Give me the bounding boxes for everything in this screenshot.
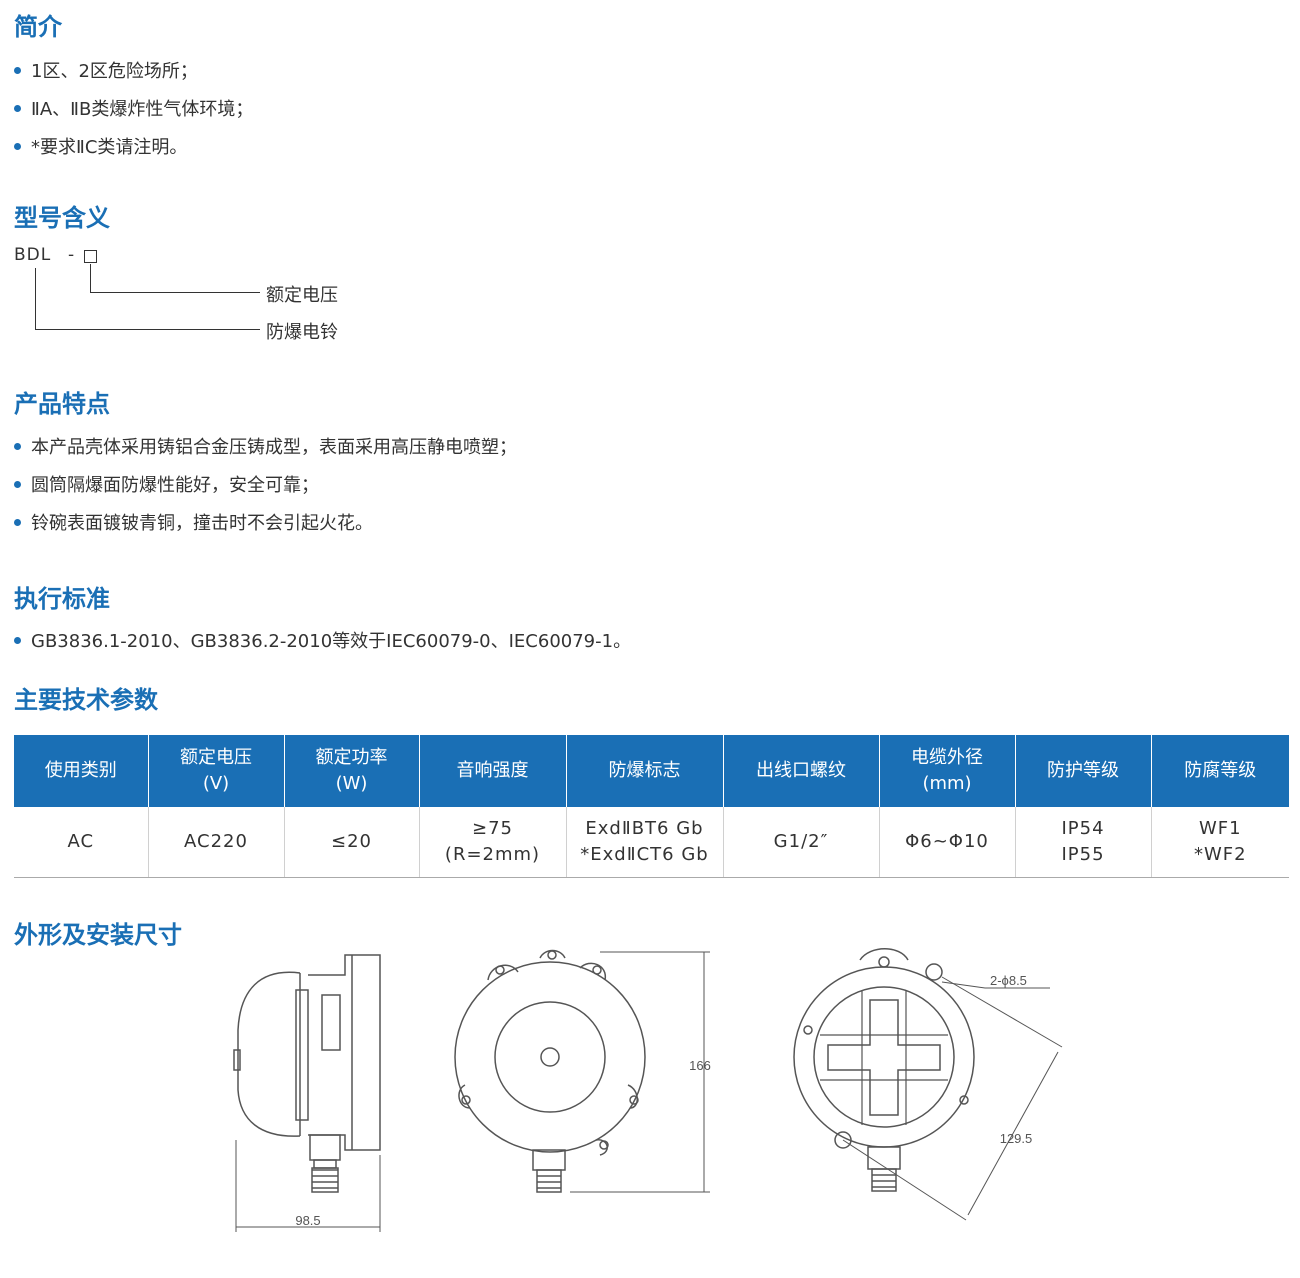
model-title: 型号含义	[14, 204, 110, 232]
side-view-drawing	[233, 954, 381, 1193]
dimension-drawings: 98.5 166 2-ϕ8.5 129.5	[233, 948, 1063, 1232]
table-cell: AC	[14, 807, 149, 878]
intro-item: ⅡA、ⅡB类爆炸性气体环境；	[14, 98, 253, 122]
table-cell: ExdⅡBT6 Gb*ExdⅡCT6 Gb	[566, 807, 724, 878]
feature-item: 圆筒隔爆面防爆性能好，安全可靠；	[14, 474, 319, 498]
standards-title: 执行标准	[14, 585, 110, 613]
features-title: 产品特点	[14, 390, 110, 418]
model-line	[90, 292, 260, 293]
table-cell: ≤20	[284, 807, 420, 878]
table-cell: Φ6~Φ10	[879, 807, 1016, 878]
table-header: 防护等级	[1015, 735, 1152, 807]
table-header: 出线口螺纹	[723, 735, 880, 807]
bullet-icon	[14, 142, 21, 150]
dim-width-label: 98.5	[295, 1213, 320, 1228]
intro-item: *要求ⅡC类请注明。	[14, 136, 187, 160]
bullet-icon	[14, 104, 21, 112]
bullet-icon	[14, 518, 21, 526]
table-header: 使用类别	[14, 735, 149, 807]
table-cell: AC220	[148, 807, 285, 878]
table-header: 额定功率(W)	[284, 735, 420, 807]
feature-item: 本产品壳体采用铸铝合金压铸成型，表面采用高压静电喷塑；	[14, 436, 517, 460]
bullet-icon	[14, 442, 21, 450]
table-header: 音响强度	[419, 735, 567, 807]
model-placeholder-box	[84, 250, 97, 263]
table-header-row: 使用类别 额定电压(V) 额定功率(W) 音响强度 防爆标志 出线口螺纹 电缆外…	[14, 735, 1289, 807]
params-table: 使用类别 额定电压(V) 额定功率(W) 音响强度 防爆标志 出线口螺纹 电缆外…	[14, 735, 1289, 878]
model-dash: -	[68, 245, 76, 265]
table-header: 防腐等级	[1151, 735, 1289, 807]
table-row: AC AC220 ≤20 ≥75(R=2mm) ExdⅡBT6 Gb*ExdⅡC…	[14, 807, 1289, 878]
intro-title: 简介	[14, 13, 62, 41]
model-line	[35, 268, 36, 330]
model-label-voltage: 额定电压	[266, 285, 338, 306]
bullet-icon	[14, 66, 21, 74]
model-label-bell: 防爆电铃	[266, 322, 338, 343]
model-code: BDL	[14, 245, 52, 265]
table-header: 电缆外径(mm)	[879, 735, 1016, 807]
front-view-drawing	[454, 949, 646, 1193]
dim-hole-label: 2-ϕ8.5	[990, 973, 1027, 988]
model-line	[35, 329, 260, 330]
feature-item: 铃碗表面镀铍青铜，撞击时不会引起火花。	[14, 512, 373, 536]
table-cell: ≥75(R=2mm)	[419, 807, 567, 878]
bullet-icon	[14, 480, 21, 488]
standard-item: GB3836.1-2010、GB3836.2-2010等效于IEC60079-0…	[14, 630, 631, 654]
table-cell: G1/2″	[723, 807, 880, 878]
table-header: 防爆标志	[566, 735, 724, 807]
intro-item: 1区、2区危险场所；	[14, 60, 198, 84]
dimensions-title: 外形及安装尺寸	[14, 921, 182, 949]
table-cell: WF1*WF2	[1151, 807, 1289, 878]
bullet-icon	[14, 636, 21, 644]
model-line	[90, 264, 91, 293]
dim-height-label: 166	[689, 1058, 711, 1073]
dim-span-label: 129.5	[1000, 1131, 1033, 1146]
params-title: 主要技术参数	[14, 686, 158, 714]
back-view-drawing	[793, 948, 975, 1192]
table-header: 额定电压(V)	[148, 735, 285, 807]
